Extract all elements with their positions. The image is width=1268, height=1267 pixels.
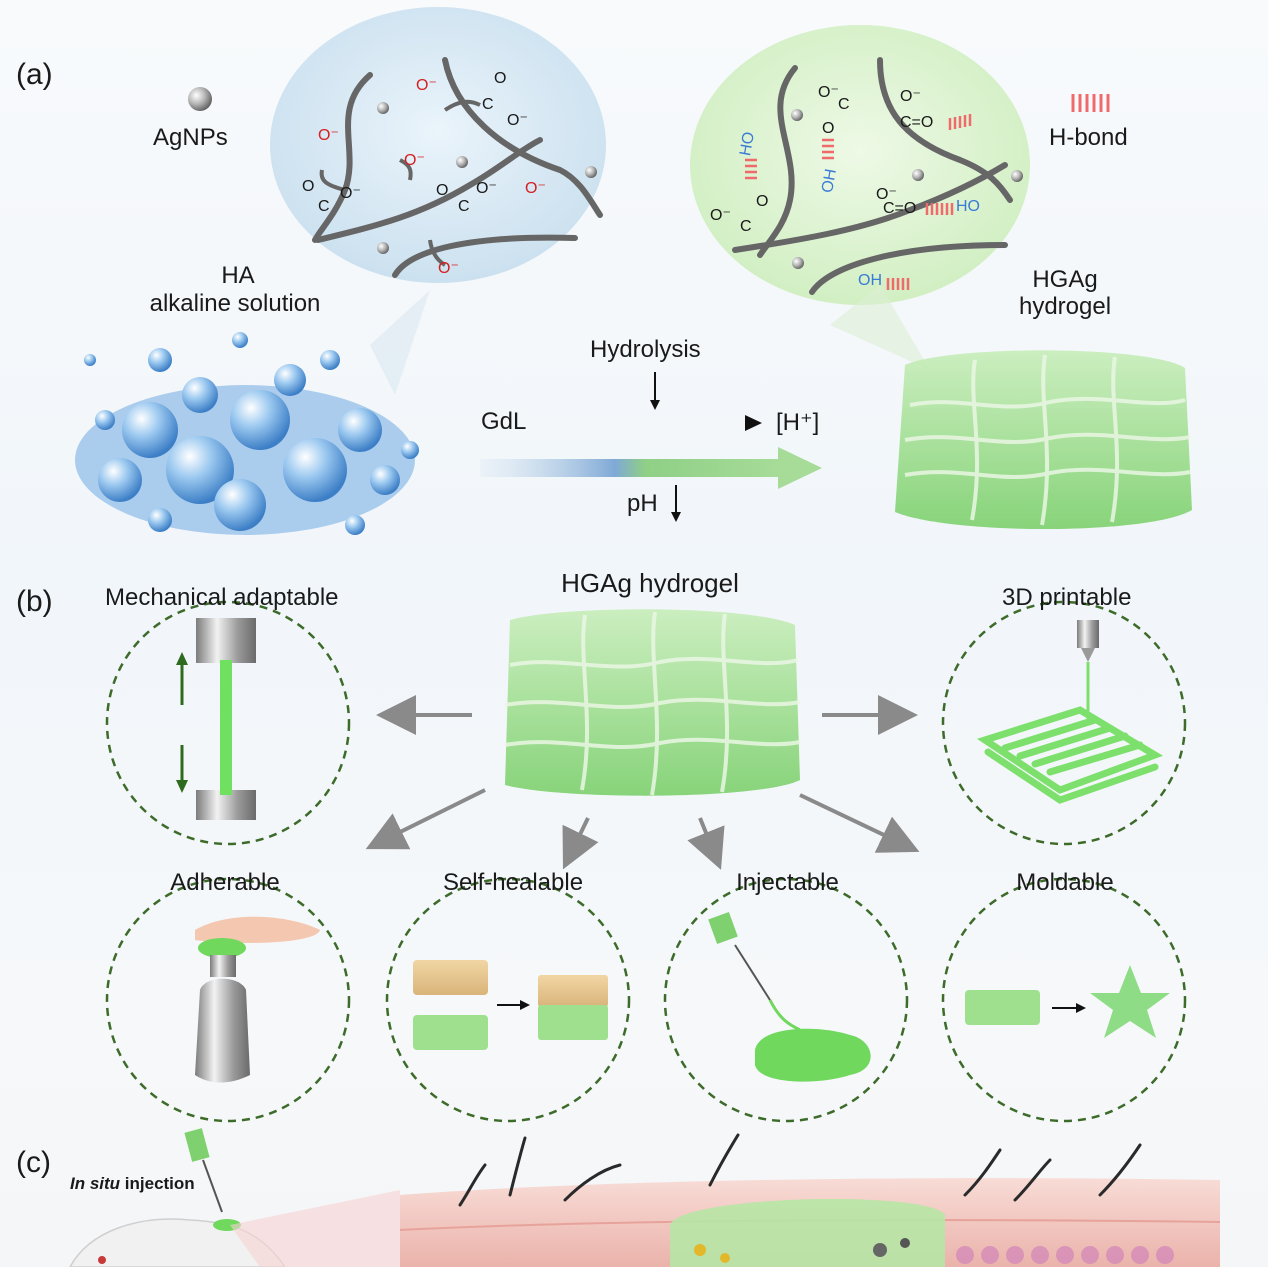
moldable-label: Moldable	[1016, 869, 1114, 896]
insitu-rest: injection	[120, 1174, 195, 1193]
property-circles	[105, 600, 1187, 1123]
callout-right	[830, 285, 930, 370]
chem-c-3: C	[458, 198, 470, 215]
injectable-label: Injectable	[736, 869, 839, 896]
ha-label: HA	[221, 262, 255, 289]
chem-ominus-r1: O⁻	[900, 88, 921, 105]
chem-c-1: C	[482, 96, 494, 113]
chem-ominus-4: O⁻	[525, 180, 546, 197]
chem-ominus-1: O⁻	[416, 77, 437, 94]
process-arrow-shaft	[480, 459, 780, 477]
chem-oh-2: OH	[858, 272, 882, 289]
ha-network-ellipse	[270, 7, 606, 283]
callout-left	[370, 290, 430, 395]
chem-ominus-7: O⁻	[340, 185, 361, 202]
3d-printable-label: 3D printable	[1002, 584, 1132, 611]
chem-ominus-r3: O⁻	[818, 84, 839, 101]
ph-label: pH	[627, 490, 658, 517]
skin-cross-section	[399, 1133, 1221, 1267]
panel-label-a: (a)	[16, 58, 53, 91]
gdl-label: GdL	[481, 408, 527, 435]
hgag-network-ellipse	[690, 25, 1030, 305]
chem-ceqo-2: C=O	[883, 200, 917, 217]
hplus-label: [H⁺]	[776, 409, 820, 436]
mouse-illustration	[69, 1190, 400, 1267]
chem-ceqo-1: C=O	[900, 114, 934, 131]
hgag-center-title: HGAg hydrogel	[561, 568, 739, 598]
self-heal-illustration	[413, 960, 608, 1050]
chem-ho-2: HO	[956, 198, 980, 215]
printer-illustration	[976, 620, 1164, 804]
chem-c-2: C	[318, 198, 330, 215]
mechanical-adaptable-label: Mechanical adaptable	[105, 584, 339, 611]
chem-o-r2: O	[756, 193, 769, 210]
hydrogel-cube-a	[895, 350, 1192, 530]
ha-solution-label: alkaline solution	[149, 290, 321, 317]
chem-ominus-2: O⁻	[318, 127, 339, 144]
self-healable-label: Self-healable	[442, 869, 584, 896]
insitu-injection-label: In situ injection	[70, 1174, 195, 1194]
chem-o-3: O	[436, 182, 449, 199]
chem-ominus-8: O⁻	[476, 180, 497, 197]
chem-ominus-r2: O⁻	[876, 186, 897, 203]
ha-solution-bubbles	[75, 332, 419, 535]
tensile-test-illustration	[176, 618, 256, 820]
process-arrowhead	[778, 447, 822, 489]
hbond-legend-icon	[1071, 94, 1110, 112]
chem-o-2: O	[302, 178, 315, 195]
weight-illustration	[195, 916, 320, 1083]
chem-ominus-r4: O⁻	[710, 207, 731, 224]
hydrogel-label: hydrogel	[1018, 293, 1112, 320]
chem-o-1: O	[494, 70, 507, 87]
panel-label-b: (b)	[16, 585, 53, 618]
gdl-arrowhead	[745, 415, 762, 431]
hydrogel-cube-b	[504, 609, 801, 796]
hbond-label: H-bond	[1049, 124, 1128, 151]
chem-ominus-3: O⁻	[404, 152, 425, 169]
adherable-label: Adherable	[170, 869, 280, 896]
agnp-legend-icon	[188, 87, 212, 111]
syringe-illustration	[708, 912, 871, 1082]
property-arrows	[365, 695, 920, 870]
insitu-italic: In situ	[70, 1174, 121, 1193]
agnps-label: AgNPs	[153, 124, 228, 151]
panel-label-c: (c)	[16, 1146, 51, 1179]
chem-c-r2: C	[740, 218, 752, 235]
hgag-label: HGAg	[1032, 266, 1098, 293]
chem-c-r1: C	[838, 96, 850, 113]
chem-ominus-5: O⁻	[438, 260, 459, 277]
hydrolysis-label: Hydrolysis	[590, 336, 701, 363]
chem-ominus-6: O⁻	[507, 112, 528, 129]
mold-illustration	[965, 965, 1170, 1038]
injection-syringe-c	[184, 1128, 223, 1213]
chem-o-r1: O	[822, 120, 835, 137]
hbond-marks	[745, 114, 972, 290]
